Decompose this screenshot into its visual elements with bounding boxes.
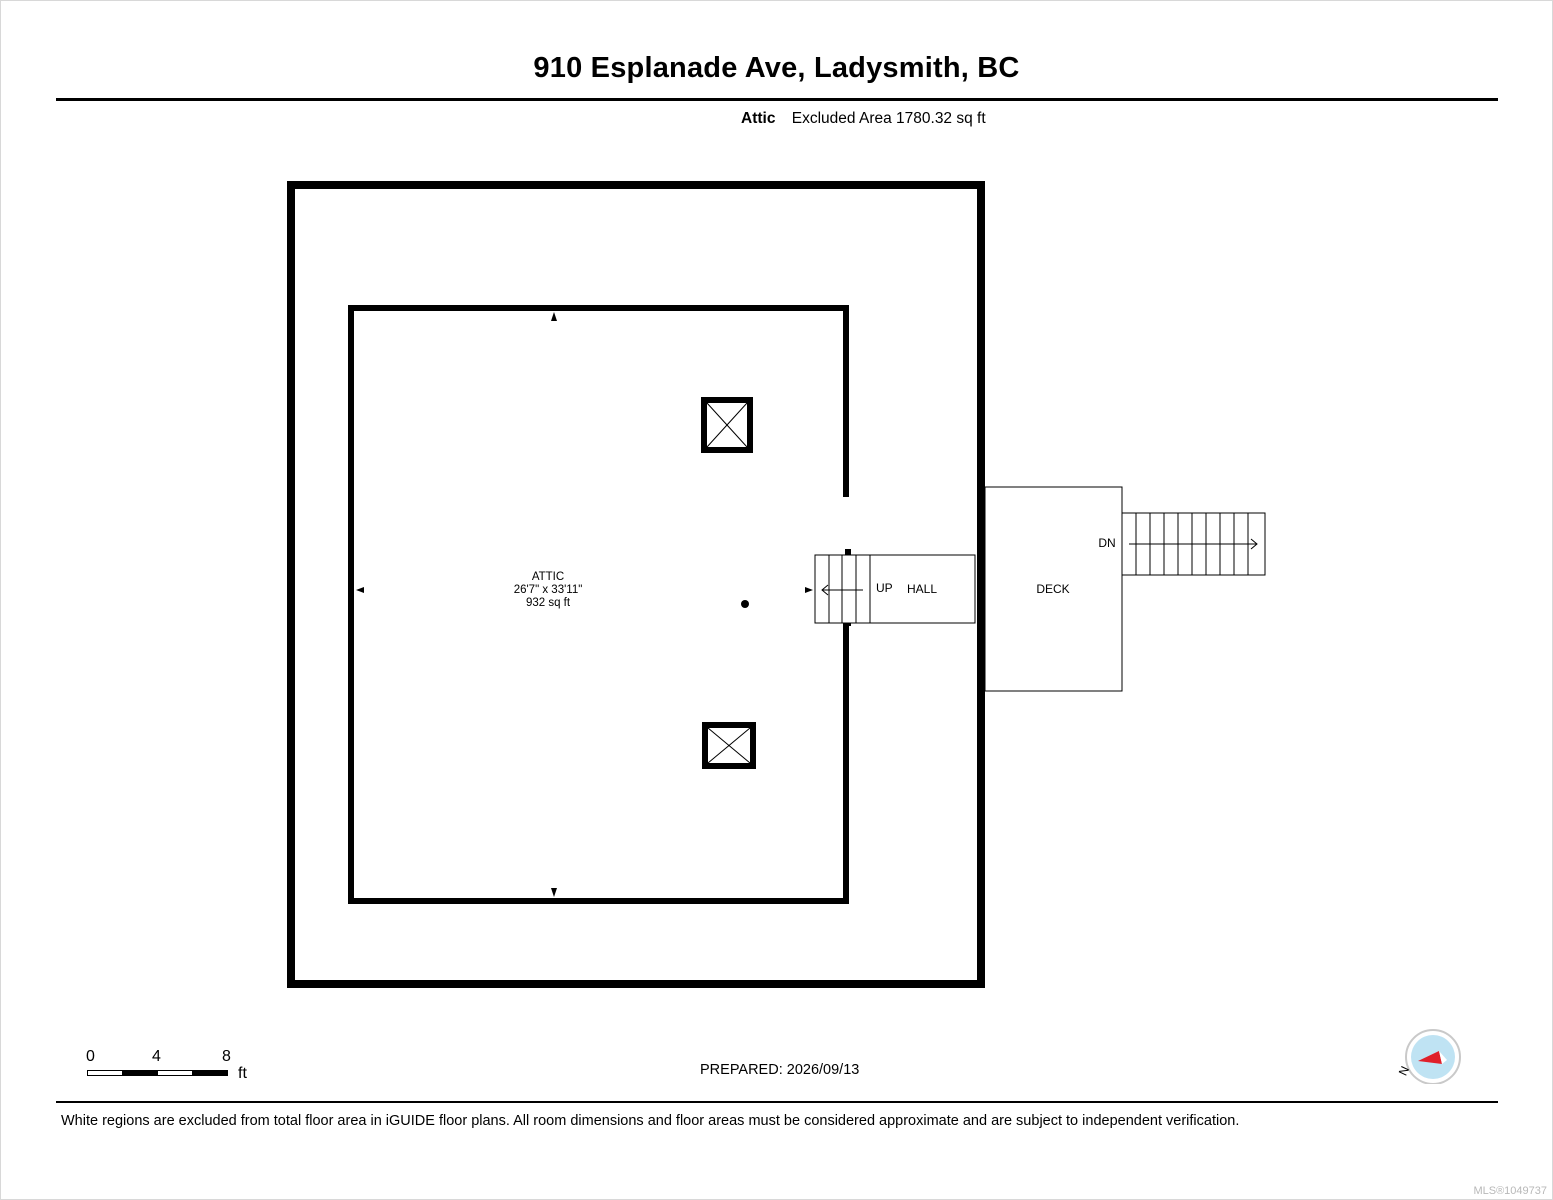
level-name: Attic [741,110,776,127]
attic-room-dimensions: 26'7" x 33'11" [514,584,583,596]
scale-tick-0: 0 [86,1048,95,1065]
scale-segment-1 [87,1070,123,1076]
scale-unit: ft [238,1065,247,1082]
level-summary: Attic Excluded Area 1780.32 sq ft [741,110,986,128]
deck-outline [984,486,1123,692]
footer-rule [56,1101,1498,1103]
plan-title: 910 Esplanade Ave, Ladysmith, BC [533,52,1020,84]
scale-bar: 0 4 8 ft [86,1048,256,1088]
scale-segment-4 [192,1070,228,1076]
dimension-arrow-top [551,312,557,321]
hall-room-name: HALL [907,582,937,596]
scale-segment-3 [157,1070,193,1076]
stair-up [821,555,871,623]
attic-room-wall [348,305,849,904]
scale-tick-4: 4 [152,1048,161,1065]
deck-room-name: DECK [1036,582,1069,596]
scale-tick-8: 8 [222,1048,231,1065]
stair-up-label: UP [876,581,893,595]
attic-room-area: 932 sq ft [526,597,571,609]
compass-icon: N [1396,1029,1461,1084]
chimney-box-top [701,397,753,453]
dimension-arrow-left [356,587,364,593]
prepared-date: PREPARED: 2026/09/13 [700,1062,860,1078]
excluded-area: Excluded Area 1780.32 sq ft [791,110,986,127]
point-marker [741,600,749,608]
dimension-arrow-right [805,587,813,593]
wall-stub-top [845,549,851,555]
stair-down-label: DN [1098,536,1115,550]
attic-room-name: ATTIC [532,571,564,583]
scale-segment-2 [122,1070,158,1076]
disclaimer-text: White regions are excluded from total fl… [61,1113,1240,1129]
compass-needle [1418,1051,1442,1064]
mls-watermark: MLS®1049737 [1473,1185,1547,1197]
header-rule [56,98,1498,101]
hall-outline [814,554,976,624]
outer-wall [287,181,985,988]
dimension-arrow-bottom [551,888,557,897]
chimney-box-bottom [702,722,756,769]
stair-down [1121,512,1266,576]
